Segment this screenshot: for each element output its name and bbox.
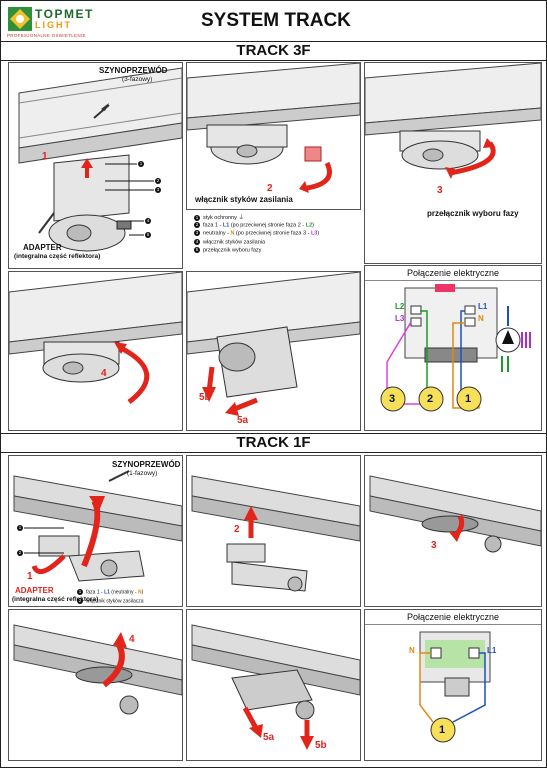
illustration-1f-step2 xyxy=(191,475,360,592)
panel-1f-step5: 5a 5b xyxy=(186,609,361,761)
adapter-sublabel: (integralna część reflektora) xyxy=(14,253,101,260)
step-number-5a: 5a xyxy=(263,732,275,743)
illustration-1f-step3 xyxy=(369,475,541,553)
panel-3f-step1: SZYNOPRZEWÓD (3-fazowy) 1 ADAPTER (integ… xyxy=(8,62,183,269)
phase-1-symbol: 1 xyxy=(465,393,472,405)
step-number: 1 xyxy=(42,151,48,162)
label-l2: L2 xyxy=(395,302,405,311)
rail-label: SZYNOPRZEWÓD xyxy=(112,460,181,469)
callout-1: 1 xyxy=(138,161,144,167)
illustration-1f-step1 xyxy=(13,470,182,582)
panel-1f-step1: SZYNOPRZEWÓD (1-fazowy) 1 ADAPTER (integ… xyxy=(8,455,183,607)
illustration-3f-step4 xyxy=(9,272,182,404)
illustration-3f-step3 xyxy=(365,63,541,179)
panel-3f-step5: 5b 5a xyxy=(186,271,361,431)
wiring-diagram-3f xyxy=(380,284,531,412)
adapter-sublabel: (integralna część reflektora) xyxy=(12,596,99,603)
phase-3-symbol: 3 xyxy=(389,393,396,405)
connection-title: Połączenie elektryczne xyxy=(365,268,541,281)
label-n: N xyxy=(478,314,484,323)
illustration-3f-step1 xyxy=(18,67,182,252)
panel-3f-step3: 3 przełącznik wyboru fazy xyxy=(364,62,542,264)
phase-2-symbol: 2 xyxy=(427,393,434,405)
callout-5: 5 xyxy=(145,232,151,238)
rail-sublabel: (3-fazowy) xyxy=(122,76,153,83)
logo-brand: TOPMET xyxy=(35,7,94,21)
illustration-3f-step5 xyxy=(187,272,360,416)
panel-1f-step3: 3 xyxy=(364,455,542,607)
panel-1f-step4: 4 xyxy=(8,609,183,761)
callout-1: 1 xyxy=(17,525,23,531)
callout-4: 4 xyxy=(145,218,151,224)
adapter-label: ADAPTER xyxy=(15,586,54,595)
panel-3f-step2: 2 włącznik styków zasilania xyxy=(186,62,361,210)
step-number: 3 xyxy=(437,185,443,196)
step-number: 3 xyxy=(431,540,437,551)
callout-2: 2 xyxy=(17,550,23,556)
step-number: 2 xyxy=(234,524,240,535)
step-number: 2 xyxy=(267,183,273,194)
illustration-1f-step5 xyxy=(191,624,360,750)
logo-mark-icon xyxy=(8,7,32,31)
wiring-diagram-1f xyxy=(419,631,491,743)
rail-label: SZYNOPRZEWÓD xyxy=(99,66,168,75)
panel-3f-connection: Połączenie elektryczne L2 xyxy=(364,265,542,431)
panel-3f-step4: 4 xyxy=(8,271,183,431)
step-number-5b: 5b xyxy=(199,392,211,403)
page-title: SYSTEM TRACK xyxy=(201,10,351,31)
rail-sublabel: (1-fazowy) xyxy=(127,470,158,477)
step-number-5a: 5a xyxy=(237,415,249,426)
label-l1: L1 xyxy=(478,302,488,311)
phase-1-symbol: 1 xyxy=(439,724,446,736)
panel-1f-step2: 2 xyxy=(186,455,361,607)
callout-3: 3 xyxy=(155,187,161,193)
step-number: 1 xyxy=(27,571,33,582)
step-caption: przełącznik wyboru fazy xyxy=(427,209,519,218)
logo-tagline: PROFESJONALNE OŚWIETLENIE xyxy=(7,33,86,38)
step-number: 4 xyxy=(129,634,135,645)
step-caption: włącznik styków zasilania xyxy=(195,195,293,204)
adapter-label: ADAPTER xyxy=(23,243,62,252)
illustration-3f-step2 xyxy=(187,63,360,193)
section-title-track3f: TRACK 3F xyxy=(1,42,546,61)
illustration-1f-step4 xyxy=(13,624,182,715)
topmet-logo: TOPMET LIGHT PROFESJONALNE OŚWIETLENIE xyxy=(7,6,99,38)
label-l3: L3 xyxy=(395,314,405,323)
page-header: TOPMET LIGHT PROFESJONALNE OŚWIETLENIE S… xyxy=(1,1,546,42)
label-n: N xyxy=(409,646,415,655)
label-l1: L1 xyxy=(487,646,497,655)
logo-brand-sub: LIGHT xyxy=(35,20,72,30)
section-title-track1f: TRACK 1F xyxy=(1,433,546,453)
step-number-5b: 5b xyxy=(315,740,327,751)
step-number: 4 xyxy=(101,368,107,379)
connection-title: Połączenie elektryczne xyxy=(365,612,541,625)
panel-1f-connection: Połączenie elektryczne N L1 1 xyxy=(364,609,542,761)
callout-2: 2 xyxy=(155,178,161,184)
